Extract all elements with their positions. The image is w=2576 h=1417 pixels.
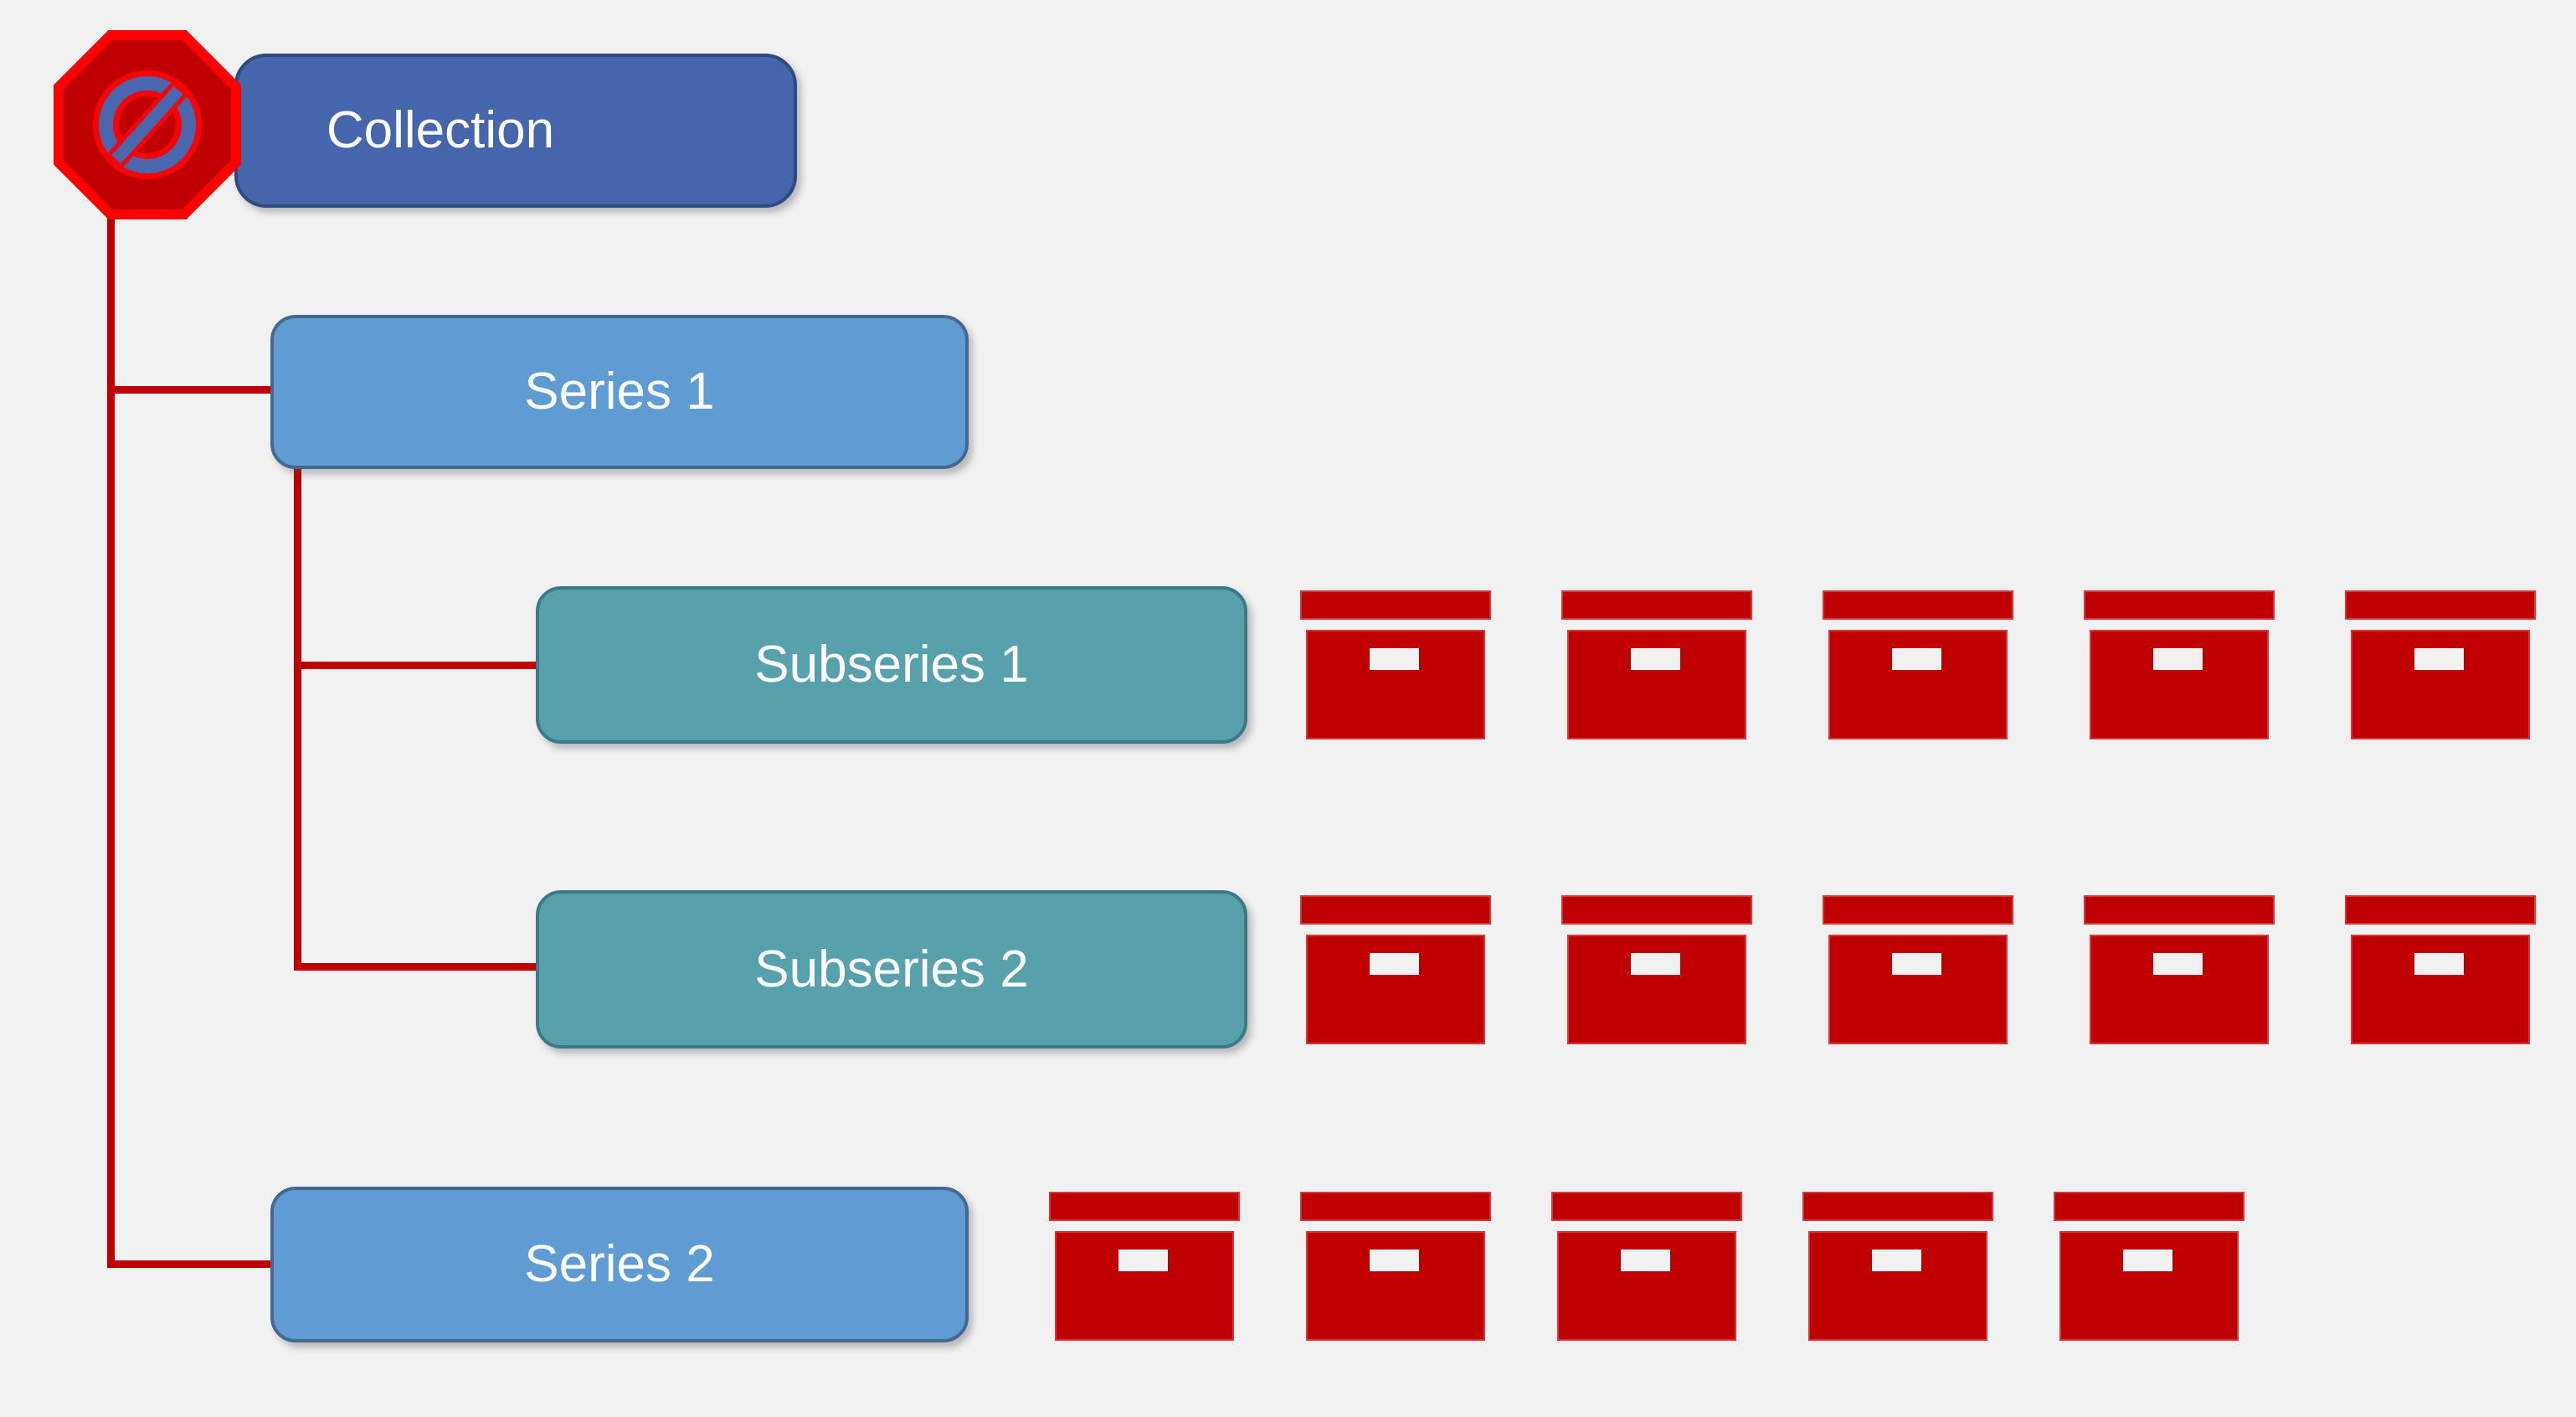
archive-box-body — [1567, 935, 1746, 1044]
archive-box-row-series-2 — [1049, 1192, 2244, 1341]
node-subseries-2: Subseries 2 — [536, 890, 1247, 1049]
node-subseries-1-label: Subseries 1 — [754, 636, 1029, 693]
archive-box-lid — [2345, 895, 2536, 925]
archive-box-hole — [1118, 1250, 1168, 1271]
archive-box-icon — [1823, 590, 2013, 739]
archive-box-hole — [1872, 1250, 1921, 1271]
archive-box-body — [1306, 1231, 1485, 1341]
node-subseries-2-label: Subseries 2 — [754, 940, 1029, 998]
archive-box-lid — [1823, 895, 2013, 925]
archive-box-lid — [2054, 1192, 2244, 1221]
archive-box-hole — [1892, 648, 1941, 670]
archive-box-lid — [1049, 1192, 1240, 1221]
archive-box-body — [1306, 935, 1485, 1044]
archive-box-hole — [1621, 1250, 1670, 1271]
archive-box-icon — [1551, 1192, 1742, 1341]
archive-box-icon — [2084, 590, 2275, 739]
archive-box-lid — [2084, 895, 2275, 925]
archive-box-lid — [1300, 895, 1491, 925]
archive-box-hole — [2153, 953, 2203, 975]
node-series-1: Series 1 — [270, 315, 969, 469]
archive-box-lid — [1551, 1192, 1742, 1221]
node-collection-label: Collection — [326, 101, 555, 159]
archive-box-lid — [2084, 590, 2275, 620]
archive-box-body — [2090, 935, 2269, 1044]
archive-box-icon — [1300, 590, 1491, 739]
archive-box-hole — [1370, 953, 1419, 975]
node-series-2: Series 2 — [270, 1187, 969, 1342]
archive-box-body — [2059, 1231, 2239, 1341]
connector-branch-series1 — [107, 386, 275, 394]
archive-box-hole — [2414, 648, 2464, 670]
archive-box-icon — [1300, 895, 1491, 1044]
archive-box-body — [1828, 935, 2008, 1044]
archive-box-icon — [2084, 895, 2275, 1044]
archive-box-body — [1306, 630, 1485, 739]
archive-box-icon — [1561, 590, 1752, 739]
archive-box-hole — [2414, 953, 2464, 975]
archive-box-body — [1055, 1231, 1234, 1341]
archive-box-icon — [2345, 895, 2536, 1044]
archive-box-icon — [1823, 895, 2013, 1044]
archive-box-lid — [1300, 1192, 1491, 1221]
archive-box-lid — [2345, 590, 2536, 620]
node-series-2-label: Series 2 — [524, 1235, 715, 1293]
connector-branch-subseries1 — [294, 662, 540, 669]
archive-box-body — [1828, 630, 2008, 739]
archive-box-body — [2351, 935, 2530, 1044]
archive-box-lid — [1823, 590, 2013, 620]
archive-box-hole — [1631, 648, 1680, 670]
archive-box-icon — [1049, 1192, 1240, 1341]
connector-branch-subseries2 — [294, 963, 540, 971]
archive-box-lid — [1561, 590, 1752, 620]
archive-box-body — [2090, 630, 2269, 739]
archive-box-hole — [2123, 1250, 2172, 1271]
no-symbol-icon — [54, 30, 241, 219]
node-series-1-label: Series 1 — [524, 363, 715, 420]
archive-box-hole — [1370, 648, 1419, 670]
archive-box-row-subseries-1 — [1300, 590, 2536, 739]
archive-box-body — [1557, 1231, 1736, 1341]
archive-box-icon — [2345, 590, 2536, 739]
archive-box-hole — [2153, 648, 2203, 670]
archive-box-hole — [1892, 953, 1941, 975]
archive-box-lid — [1300, 590, 1491, 620]
connector-trunk-series1 — [294, 466, 301, 971]
node-subseries-1: Subseries 1 — [536, 586, 1247, 744]
archive-box-icon — [1300, 1192, 1491, 1341]
archive-box-lid — [1802, 1192, 1993, 1221]
archive-box-icon — [1802, 1192, 1993, 1341]
archive-box-icon — [2054, 1192, 2244, 1341]
archive-box-body — [1567, 630, 1746, 739]
node-collection: Collection — [234, 54, 797, 208]
archive-box-hole — [1370, 1250, 1419, 1271]
connector-branch-series2 — [107, 1260, 275, 1268]
archive-box-row-subseries-2 — [1300, 895, 2536, 1044]
archive-box-hole — [1631, 953, 1680, 975]
archive-box-body — [1808, 1231, 1987, 1341]
connector-trunk-collection — [107, 209, 115, 1268]
archive-box-lid — [1561, 895, 1752, 925]
archive-box-body — [2351, 630, 2530, 739]
archive-box-icon — [1561, 895, 1752, 1044]
